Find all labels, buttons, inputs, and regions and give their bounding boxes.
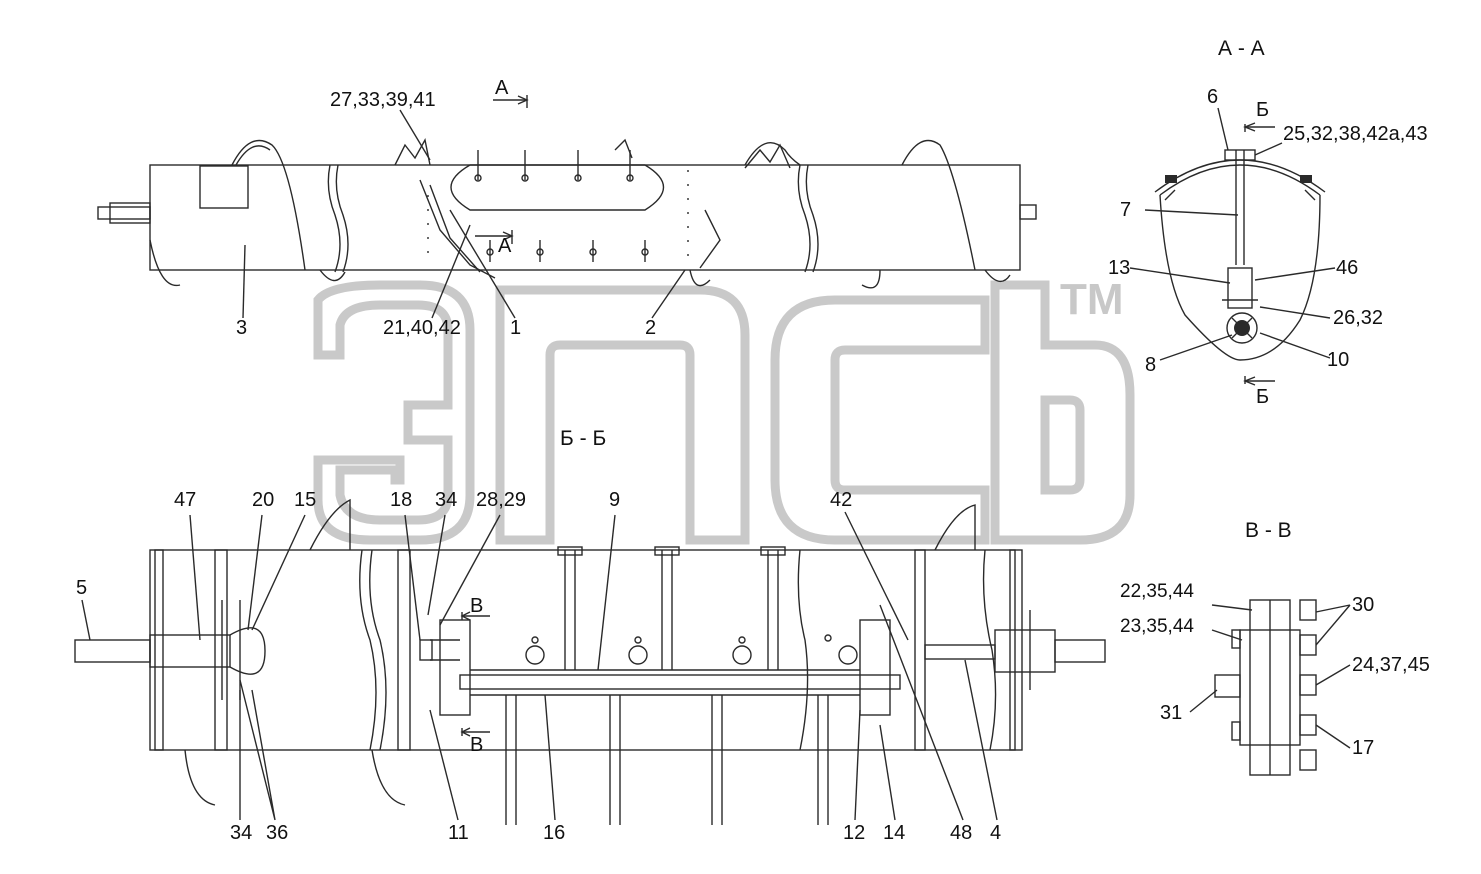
callout-label: 21,40,42: [383, 317, 461, 339]
cut-marker-v-bottom: В: [470, 734, 484, 756]
callout-label: 31: [1160, 702, 1183, 724]
callout-label: 24,37,45: [1352, 654, 1430, 676]
section-b-b: [74, 498, 1106, 825]
cut-marker-a-mid: А: [498, 235, 512, 257]
callout-label: 6: [1207, 86, 1219, 108]
callout-label: 36: [266, 822, 289, 844]
callout-label: 1: [510, 317, 522, 339]
callout-label: 26,32: [1333, 307, 1384, 329]
callout-label: 18: [390, 489, 413, 511]
section-a-a: [1129, 107, 1336, 386]
callout-label: 48: [950, 822, 973, 844]
callout-label: 3: [236, 317, 248, 339]
top-view-auger: [97, 137, 1037, 289]
callout-label: 30: [1352, 594, 1375, 616]
callout-label: 4: [990, 822, 1002, 844]
cut-marker-b-bottom: Б: [1256, 386, 1270, 408]
watermark-tm: ТМ: [1060, 275, 1124, 324]
cut-marker-v-top: В: [470, 595, 484, 617]
callout-label: 20: [252, 489, 275, 511]
callout-label: 11: [448, 822, 469, 844]
callout-label: 28,29: [476, 489, 527, 511]
callout-label: 14: [883, 822, 906, 844]
callout-label: 7: [1120, 199, 1132, 221]
callout-label: 10: [1327, 349, 1350, 371]
callout-label: 42: [830, 489, 853, 511]
callout-label: 22,35,44: [1120, 581, 1194, 602]
callout-label: 15: [294, 489, 317, 511]
callout-label: 46: [1336, 257, 1359, 279]
callout-label: 34: [230, 822, 253, 844]
cut-marker-b-top: Б: [1256, 99, 1270, 121]
callout-label: 5: [76, 577, 88, 599]
cut-marker-a-top: А: [495, 77, 509, 99]
callout-label: 25,32,38,42а,43: [1283, 123, 1428, 145]
section-title-b-b: Б - Б: [560, 427, 607, 450]
section-v-v: [1189, 599, 1351, 776]
callout-label: 34: [435, 489, 458, 511]
callout-label: 9: [609, 489, 621, 511]
section-title-a-a: А - А: [1218, 37, 1265, 60]
callout-label: 13: [1108, 257, 1131, 279]
callout-label: 12: [843, 822, 866, 844]
callout-label: 47: [174, 489, 197, 511]
callout-label: 8: [1145, 354, 1157, 376]
callout-label: 23,35,44: [1120, 616, 1194, 637]
callout-label: 17: [1352, 737, 1375, 759]
callout-label: 16: [543, 822, 566, 844]
callout-label: 27,33,39,41: [330, 89, 436, 111]
section-title-v-v: В - В: [1245, 519, 1292, 542]
callout-label: 2: [645, 317, 657, 339]
